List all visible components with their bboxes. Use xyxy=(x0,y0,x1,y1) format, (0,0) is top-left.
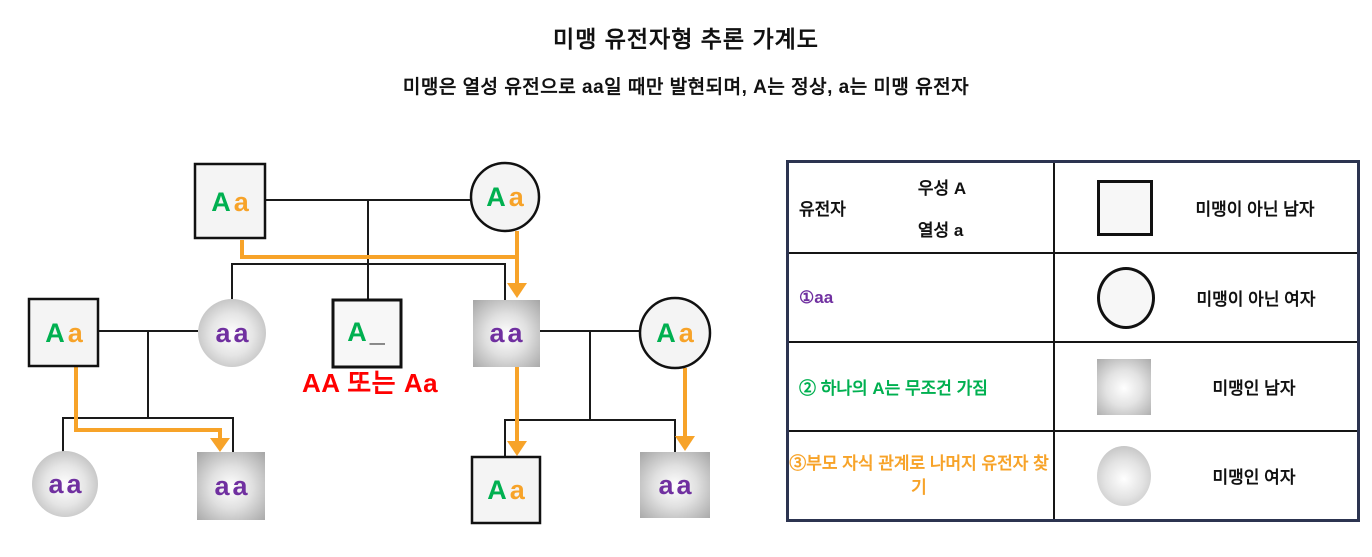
inference-arrowheads xyxy=(210,283,695,456)
node-III1-affected-female xyxy=(32,451,98,517)
page-subtitle: 미맹은 열성 유전으로 aa일 때만 발현되며, A는 정상, a는 미맹 유전… xyxy=(402,77,970,98)
node-III4-affected-male xyxy=(640,452,710,518)
legend-table: 유전자 우성 A 열성 a 미맹이 아닌 남자 ①aa 미맹이 아닌 여자 ② … xyxy=(786,160,1360,522)
genotype-annotation: AA 또는 Aa xyxy=(301,368,439,398)
step2-label: ② 하나의 A는 무조건 가짐 xyxy=(799,379,988,398)
node-I1-normal-male xyxy=(193,162,267,240)
arrow-path-gen2-left-father xyxy=(74,366,222,440)
arrowhead-to-III3 xyxy=(507,441,527,456)
normal-male-label: 미맹이 아닌 남자 xyxy=(1195,200,1315,219)
legend-cell-normal-male: 미맹이 아닌 남자 xyxy=(1053,163,1357,252)
legend-cell-step1: ①aa xyxy=(789,252,1053,341)
legend-cell-normal-female: 미맹이 아닌 여자 xyxy=(1053,252,1357,341)
arrowhead-to-III2 xyxy=(210,438,230,452)
legend-cell-gene: 유전자 우성 A 열성 a xyxy=(789,163,1053,252)
node-III2-affected-male xyxy=(197,452,265,520)
dominant-allele-label: 우성 A xyxy=(917,179,967,198)
node-II3-normal-male-unknown xyxy=(331,298,403,369)
affected-male-label: 미맹인 남자 xyxy=(1212,379,1296,398)
affected-female-label: 미맹인 여자 xyxy=(1212,468,1296,487)
genotype-II3: A_ xyxy=(347,317,386,347)
legend-cell-step3: ③부모 자식 관계로 나머지 유전자 찾기 xyxy=(789,430,1053,519)
affected-male-icon xyxy=(1097,358,1151,415)
node-I2-normal-female xyxy=(469,161,541,233)
page-title: 미맹 유전자형 추론 가계도 xyxy=(553,26,819,52)
normal-female-label: 미맹이 아닌 여자 xyxy=(1196,290,1316,309)
legend-cell-step2: ② 하나의 A는 무조건 가짐 xyxy=(789,341,1053,430)
arrowhead-to-II4 xyxy=(507,283,527,298)
node-II4-affected-male xyxy=(473,300,540,367)
node-II5-normal-female xyxy=(638,296,712,370)
legend-cell-affected-female: 미맹인 여자 xyxy=(1053,430,1357,519)
node-II1-normal-male xyxy=(27,297,100,368)
arrow-path-gen1-father xyxy=(240,240,517,259)
normal-female-icon xyxy=(1097,266,1155,329)
step3-label: ③부모 자식 관계로 나머지 유전자 찾기 xyxy=(789,453,1049,497)
gene-label: 유전자 xyxy=(799,200,846,219)
legend-cell-affected-male: 미맹인 남자 xyxy=(1053,341,1357,430)
step1-label: ①aa xyxy=(799,287,834,307)
affected-female-icon xyxy=(1097,445,1151,506)
relationship-lines xyxy=(62,199,676,457)
gene-alleles: 우성 A 열성 a xyxy=(918,174,966,241)
recessive-allele-label: 열성 a xyxy=(917,221,964,240)
inference-arrows xyxy=(74,231,687,442)
normal-male-icon xyxy=(1097,179,1153,236)
node-II2-affected-female xyxy=(198,299,266,367)
arrowhead-to-III4 xyxy=(675,436,695,451)
node-III3-normal-male xyxy=(470,455,542,525)
